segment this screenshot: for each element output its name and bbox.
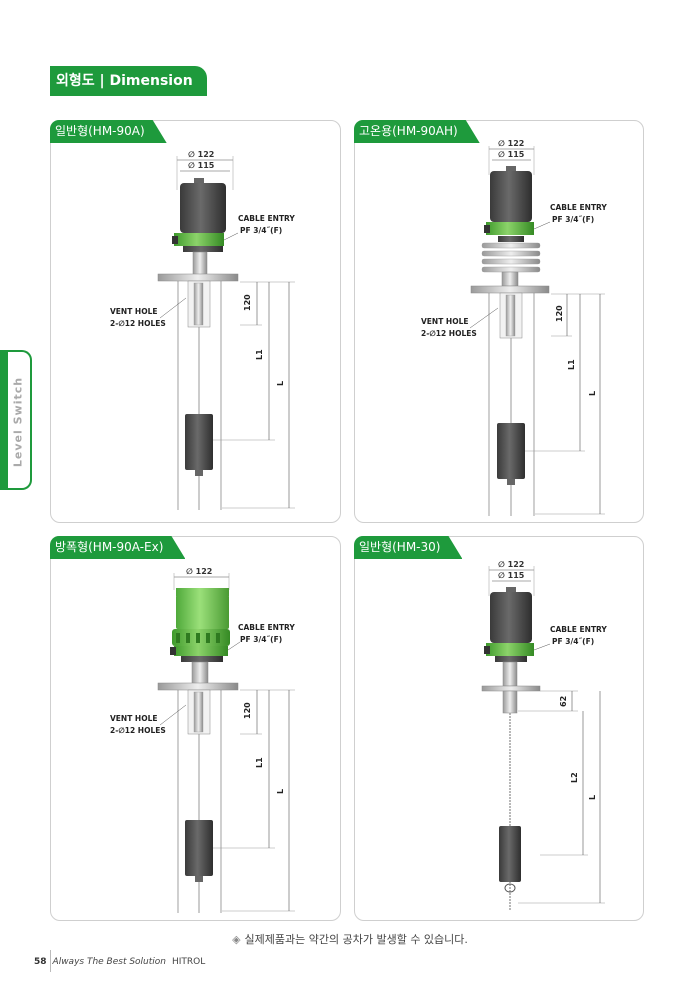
dim-120-label: 120 (555, 305, 564, 322)
diameter-outer-label: ∅ 122 (498, 560, 524, 569)
vent-hole-label: VENT HOLE (110, 307, 158, 316)
drawing-hm90ah: ∅ 122 ∅ 115 CABLE ENTRY PF 3/4˝(F) VENT … (421, 139, 607, 516)
footer-brand: HITROL (172, 957, 206, 967)
diameter-outer-label: ∅ 122 (498, 139, 524, 148)
drawing-hm90a-ex: ∅ 122 CABLE ENTRY PF 3/4˝(F) VENT HOLE 2… (110, 567, 295, 913)
page-number: 58 (34, 957, 47, 967)
dim-l1-label: L1 (255, 757, 264, 768)
panel-label: 방폭형(HM-90A-Ex) (50, 536, 185, 559)
vent-spec-label: 2-∅12 HOLES (110, 726, 166, 735)
footer-slogan: Always The Best Solution (52, 957, 166, 967)
diamond-icon: ◈ (232, 933, 241, 946)
tolerance-note-text: 실제제품과는 약간의 공차가 발생할 수 있습니다. (244, 933, 468, 946)
drawing-hm30: ∅ 122 ∅ 115 CABLE ENTRY PF 3/4˝(F) 62 L2… (481, 560, 607, 910)
cable-entry-label: CABLE ENTRY (238, 623, 295, 632)
footer: 58 Always The Best Solution HITROL (34, 957, 205, 967)
dim-l-label: L (276, 789, 285, 794)
dim-l-label: L (588, 391, 597, 396)
side-tab: Level Switch (0, 350, 32, 490)
tolerance-note: ◈실제제품과는 약간의 공차가 발생할 수 있습니다. (0, 931, 700, 947)
panel-label: 고온용(HM-90AH) (354, 120, 480, 143)
drawing-hm90a: ∅ 122 ∅ 115 CABLE ENTRY PF 3/4˝(F) VENT … (110, 150, 295, 510)
diameter-inner-label: ∅ 115 (188, 161, 215, 170)
vent-spec-label: 2-∅12 HOLES (421, 329, 477, 338)
section-title: 외형도 | Dimension (50, 66, 207, 96)
diameter-outer-label: ∅ 122 (188, 150, 214, 159)
cable-spec-label: PF 3/4˝(F) (552, 637, 594, 646)
cable-entry-label: CABLE ENTRY (550, 203, 607, 212)
dim-120-label: 120 (243, 294, 252, 311)
dim-l2-label: L2 (570, 772, 579, 783)
side-tab-bar (0, 352, 8, 488)
footer-divider (50, 950, 51, 972)
dim-l1-label: L1 (567, 359, 576, 370)
dim-l1-label: L1 (255, 349, 264, 360)
diameter-outer-label: ∅ 122 (186, 567, 212, 576)
cable-entry-label: CABLE ENTRY (238, 214, 295, 223)
dim-l-label: L (588, 795, 597, 800)
dim-l-label: L (276, 381, 285, 386)
vent-hole-label: VENT HOLE (421, 317, 469, 326)
diameter-inner-label: ∅ 115 (498, 150, 525, 159)
cable-spec-label: PF 3/4˝(F) (240, 226, 282, 235)
vent-spec-label: 2-∅12 HOLES (110, 319, 166, 328)
dim-62-label: 62 (559, 696, 568, 707)
cable-spec-label: PF 3/4˝(F) (240, 635, 282, 644)
diameter-inner-label: ∅ 115 (498, 571, 525, 580)
panel-label: 일반형(HM-90A) (50, 120, 167, 143)
cable-entry-label: CABLE ENTRY (550, 625, 607, 634)
cable-spec-label: PF 3/4˝(F) (552, 215, 594, 224)
vent-hole-label: VENT HOLE (110, 714, 158, 723)
dim-120-label: 120 (243, 702, 252, 719)
panel-label: 일반형(HM-30) (354, 536, 462, 559)
